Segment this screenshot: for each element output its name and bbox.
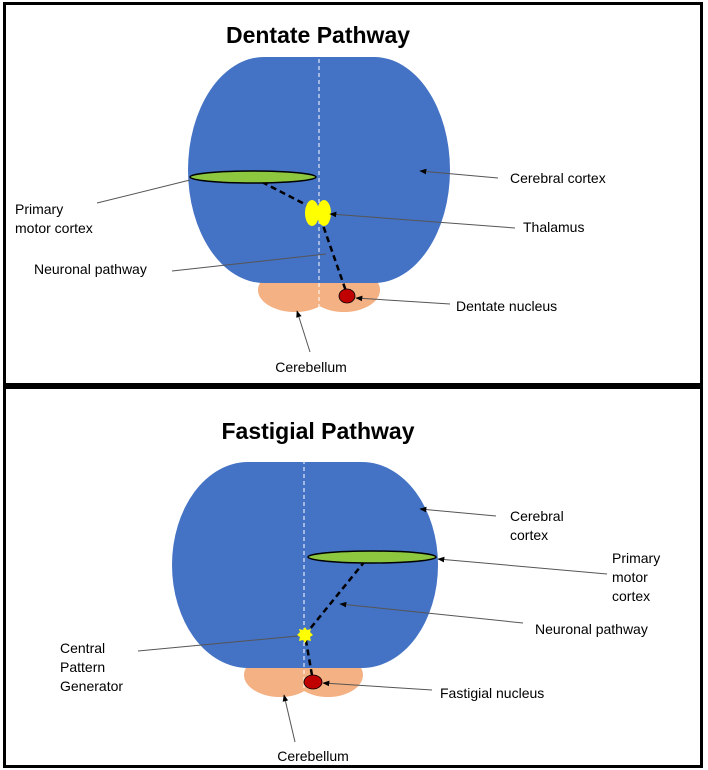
fastigial-title: Fastigial Pathway — [221, 418, 414, 444]
label-primary-motor-cortex-2: motor cortex — [15, 220, 93, 236]
leader-fastigial-nucleus — [322, 680, 433, 691]
label-cerebellum: Cerebellum — [277, 748, 349, 764]
leader-cerebral-cortex — [419, 168, 499, 179]
leader-neuronal-pathway — [171, 253, 327, 272]
leader-cerebral-cortex — [419, 506, 497, 517]
leader-primary-motor-cortex — [96, 179, 191, 204]
label-dentate-nucleus: Dentate nucleus — [456, 298, 557, 314]
fastigial-nucleus-shape — [303, 674, 323, 690]
leader-dentate-nucleus — [355, 295, 451, 305]
label-cerebral-cortex: Cerebral cortex — [510, 170, 606, 186]
dentate-nucleus-shape — [338, 288, 356, 304]
thalamus-shape — [305, 200, 331, 226]
label-central-pattern-generator-3: Generator — [60, 678, 123, 694]
label-neuronal-pathway: Neuronal pathway — [535, 621, 648, 637]
leader-central-pattern-generator — [137, 635, 299, 652]
leader-thalamus — [329, 211, 516, 229]
label-central-pattern-generator-2: Pattern — [60, 659, 105, 675]
label-primary-motor-cortex-3: cortex — [612, 588, 650, 604]
label-primary-motor-cortex-1: Primary — [612, 550, 660, 566]
leader-cerebellum — [282, 694, 296, 743]
leader-neuronal-pathway — [339, 601, 524, 624]
label-primary-motor-cortex-1: Primary — [15, 201, 63, 217]
dentate-diagram: Dentate Pathway — [15, 22, 606, 375]
dentate-title: Dentate Pathway — [226, 22, 410, 48]
fastigial-diagram: Fastigial Pathway Cerebral c — [60, 418, 660, 764]
label-cerebral-cortex-1: Cerebral — [510, 508, 564, 524]
label-cerebral-cortex-2: cortex — [510, 527, 548, 543]
primary-motor-cortex-shape — [307, 550, 437, 564]
leader-cerebellum — [296, 310, 311, 353]
label-cerebellum: Cerebellum — [275, 359, 347, 375]
primary-motor-cortex-shape — [189, 170, 317, 184]
label-neuronal-pathway: Neuronal pathway — [34, 261, 147, 277]
leader-primary-motor-cortex — [437, 556, 608, 575]
label-thalamus: Thalamus — [523, 219, 584, 235]
label-primary-motor-cortex-2: motor — [612, 569, 648, 585]
central-pattern-generator-shape — [297, 627, 313, 643]
label-fastigial-nucleus: Fastigial nucleus — [440, 685, 544, 701]
label-central-pattern-generator-1: Central — [60, 640, 105, 656]
